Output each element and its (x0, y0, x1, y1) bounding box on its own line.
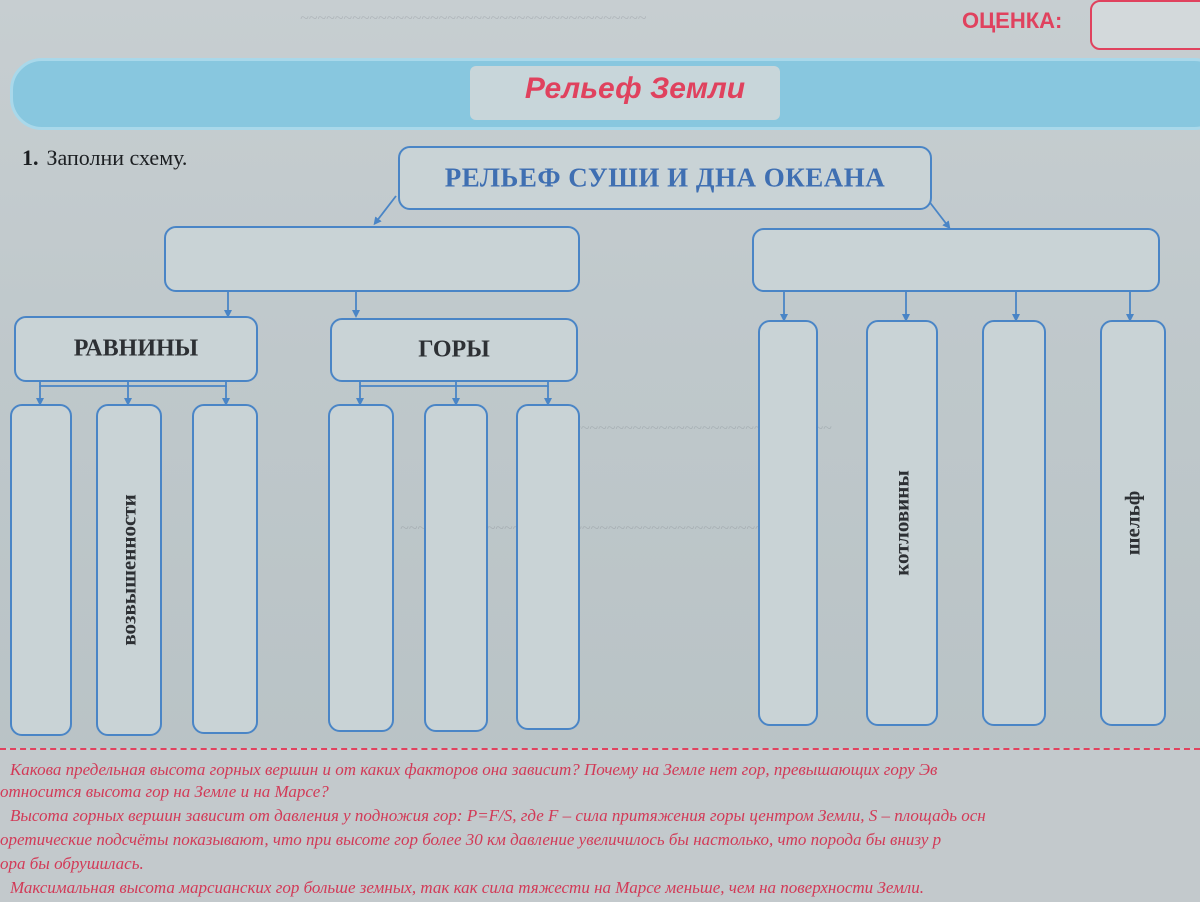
root-to-left-arrow (373, 195, 397, 226)
ocean-item-box-4[interactable]: шельф (1100, 320, 1166, 726)
grade-label: ОЦЕНКА: (962, 8, 1063, 33)
mountains-item-box-3[interactable] (516, 404, 580, 730)
grade-box[interactable] (1090, 0, 1200, 50)
answer-line: ора бы обрушилась. (0, 854, 144, 873)
answer-line: Высота горных вершин зависит от давления… (10, 806, 986, 825)
mountains-item-box-1[interactable] (328, 404, 394, 732)
ocean-floor-box[interactable] (752, 228, 1160, 292)
mountains-bracket (359, 380, 549, 387)
root-to-right-arrow (927, 199, 951, 230)
ocean-item-box-1[interactable] (758, 320, 818, 726)
answer-line: Какова предельная высота горных вершин и… (10, 760, 938, 779)
plains-item-box-1[interactable] (10, 404, 72, 736)
root-label: РЕЛЬЕФ СУШИ И ДНА ОКЕАНА (444, 162, 886, 193)
answer-line: Максимальная высота марсианских гор боль… (10, 878, 924, 897)
plains-label: РАВНИНЫ (73, 335, 199, 362)
page-title: Рельеф Земли (524, 72, 746, 105)
mountains-item-box-2[interactable] (424, 404, 488, 732)
ocean-item-box-3[interactable] (982, 320, 1046, 726)
show-through-text: ~~~~~~~~~~~~~~~~~~~~~~~~~~~~~~~~~~~~~~~~… (400, 520, 781, 537)
task-text: Заполни схему. (46, 145, 188, 170)
mountains-box: ГОРЫ (330, 318, 578, 382)
land-relief-box[interactable] (164, 226, 580, 292)
plains-item-box-3[interactable] (192, 404, 258, 734)
plains-item-label: возвышенности (116, 494, 141, 646)
show-through-text: ~~~~~~~~~~~~~~~~~~~~~~~~~~~~~~~~~~~~ (520, 420, 832, 437)
title-plate (470, 66, 780, 120)
plains-item-box-2[interactable]: возвышенности (96, 404, 162, 736)
answer-section: Какова предельная высота горных вершин и… (0, 748, 1200, 902)
answer-line: оретические подсчёты показывают, что при… (0, 830, 942, 849)
task-number: 1. (22, 145, 39, 170)
answer-line: относится высота гор на Земле и на Марсе… (0, 782, 329, 801)
plains-bracket (39, 380, 227, 387)
ocean-item-label: шельф (1120, 490, 1145, 556)
ocean-item-box-2[interactable]: котловины (866, 320, 938, 726)
root-box: РЕЛЬЕФ СУШИ И ДНА ОКЕАНА (398, 146, 932, 210)
task-instruction: 1. Заполни схему. (22, 145, 187, 171)
show-through-text: ~~~~~~~~~~~~~~~~~~~~~~~~~~~~~~~~~~~~~~~~ (300, 10, 647, 27)
plains-box: РАВНИНЫ (14, 316, 258, 382)
mountains-label: ГОРЫ (418, 336, 490, 363)
ocean-item-label: котловины (889, 470, 914, 576)
